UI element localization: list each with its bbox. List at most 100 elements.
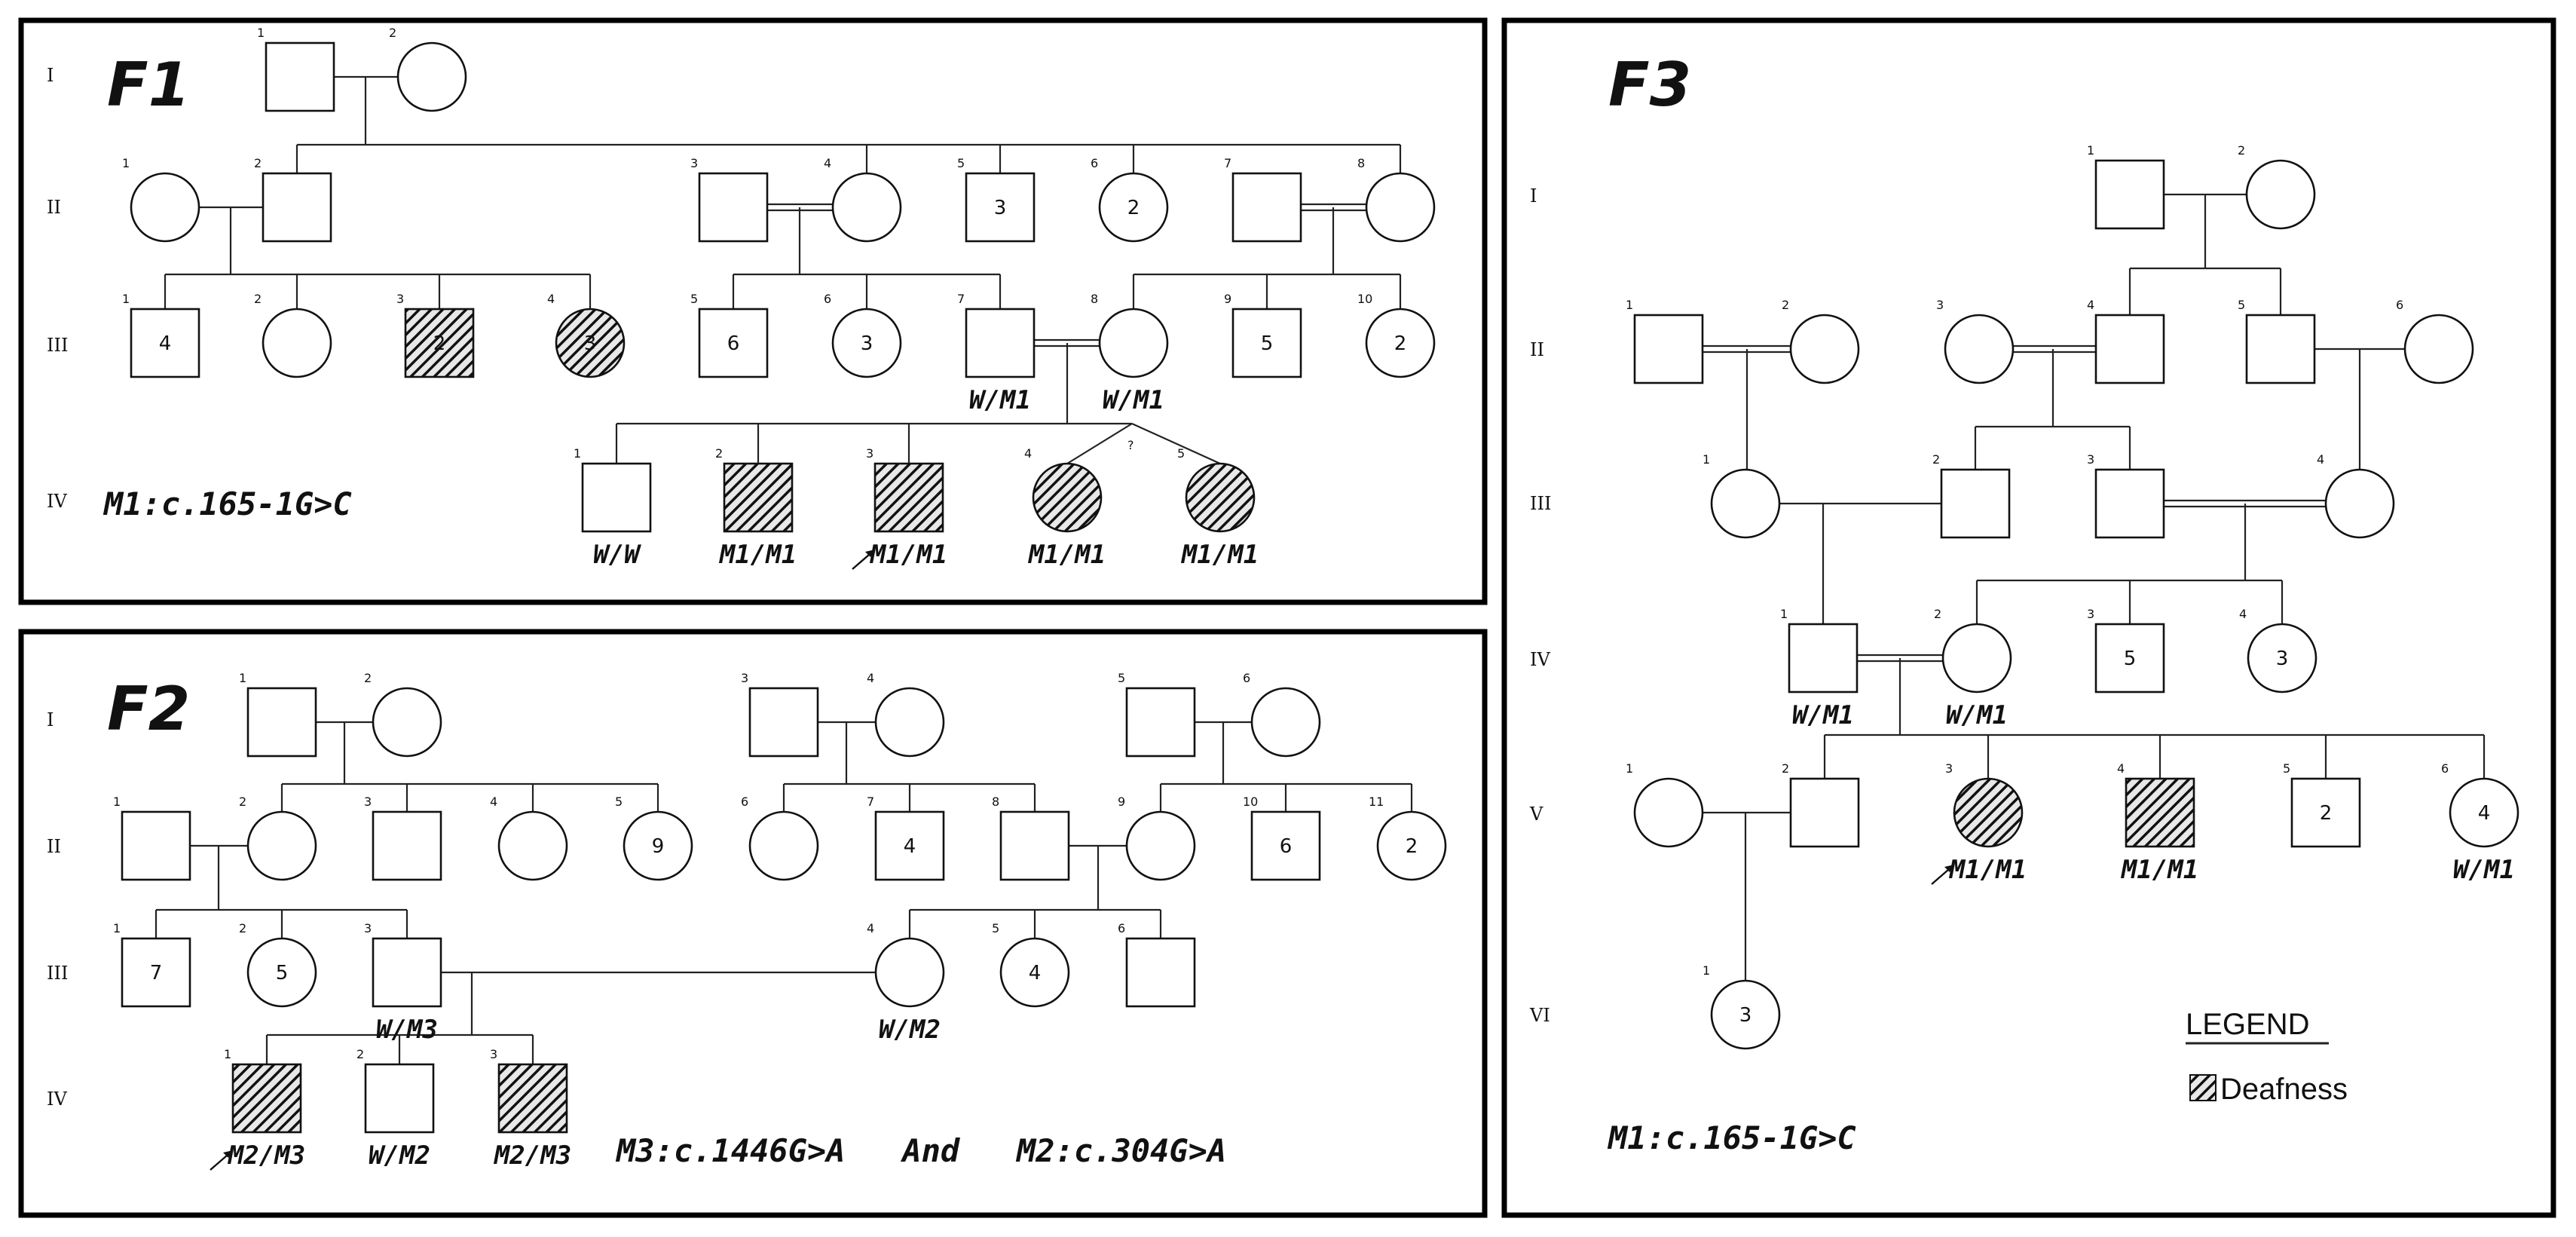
individual-number: 6 — [2441, 761, 2449, 776]
individual-f2-IV-1: 1M2/M3 — [210, 1047, 305, 1171]
gen-label-f3-VI: VI — [1529, 1005, 1550, 1026]
individual-number: 2 — [2238, 143, 2245, 158]
gen-label-f3-V: V — [1529, 804, 1543, 825]
sibling-count: 5 — [2124, 648, 2137, 670]
female-symbol — [2247, 623, 2317, 694]
individual-number: 1 — [1780, 607, 1788, 621]
female-symbol — [396, 41, 467, 112]
sibling-count: 4 — [904, 835, 916, 858]
male-symbol — [698, 308, 769, 378]
individual-number: 5 — [1118, 671, 1125, 685]
individual-number: 2 — [239, 921, 246, 935]
panel-f1-frame — [18, 17, 1488, 605]
individual-f2-II-11: 112 — [1369, 795, 1447, 881]
mutation-note-f2: M3:c.1446G>A And M2:c.304G>A — [615, 1132, 1226, 1169]
individual-number: 6 — [1243, 671, 1250, 685]
mutation-note-f1: M1:c.165-1G>C — [102, 485, 352, 522]
female-symbol — [246, 937, 317, 1008]
individual-f1-III-5: 56 — [690, 292, 769, 378]
genotype-label: W/M3 — [376, 1015, 438, 1045]
individual-number: 1 — [1626, 298, 1633, 312]
individual-number: 2 — [389, 26, 396, 40]
genotype-label: M1/M1 — [870, 540, 947, 570]
male-symbol — [2245, 314, 2316, 384]
individual-f3-VI-1: 13 — [1703, 963, 1781, 1050]
gen-label-f3-II: II — [1530, 339, 1544, 360]
individual-number: 2 — [715, 446, 723, 461]
individual-number: 3 — [2087, 452, 2094, 467]
individual-number: 1 — [574, 446, 581, 461]
male-symbol — [246, 687, 317, 758]
individual-f3-V-3: 3M1/M1 — [1931, 761, 2027, 885]
female-symbol — [1125, 810, 1196, 881]
gen-label-f2-III: III — [47, 963, 68, 984]
individual-f2-III-6: 6 — [1118, 921, 1196, 1008]
sibling-count: 3 — [1739, 1004, 1752, 1027]
individual-number: 3 — [364, 921, 372, 935]
individual-f3-V-2: 2 — [1782, 761, 1860, 848]
individual-f3-IV-1: 1W/M1 — [1780, 607, 1859, 730]
individual-number: 3 — [364, 795, 372, 809]
individual-number: 10 — [1243, 795, 1258, 809]
individual-number: 2 — [356, 1047, 364, 1061]
female-symbol — [2324, 468, 2395, 539]
gen-label-f3-IV: IV — [1530, 649, 1550, 670]
female-symbol — [1250, 687, 1321, 758]
individual-number: 5 — [1177, 446, 1185, 461]
female-symbol — [874, 937, 945, 1008]
female-symbol — [1633, 777, 1704, 848]
proband-arrowhead — [865, 550, 875, 557]
individual-f2-III-3: 3W/M3 — [364, 921, 442, 1045]
individual-f1-II-8: 8 — [1357, 156, 1436, 243]
genotype-label: W/M1 — [2453, 855, 2515, 885]
individual-number: 1 — [122, 156, 130, 170]
individual-f3-IV-3: 35 — [2087, 607, 2165, 694]
female-symbol — [1098, 308, 1169, 378]
individual-number: 2 — [254, 156, 262, 170]
panel-f3-frame — [1501, 17, 2556, 1218]
individual-f3-II-1: 1 — [1626, 298, 1704, 384]
individual-number: 2 — [239, 795, 246, 809]
female-symbol — [831, 172, 902, 243]
individual-number: 6 — [824, 292, 831, 306]
female-symbol — [874, 687, 945, 758]
individual-f1-II-6: 62 — [1091, 156, 1169, 243]
individual-f2-II-9: 9 — [1118, 795, 1196, 881]
individual-number: 1 — [1703, 452, 1710, 467]
proband-arrowhead — [223, 1150, 233, 1158]
individual-number: 2 — [1782, 298, 1789, 312]
individual-number: 9 — [1224, 292, 1231, 306]
individual-number: 5 — [992, 921, 999, 935]
individual-f2-I-1: 1 — [239, 671, 317, 758]
gen-label-f1-III: III — [47, 335, 68, 356]
sibling-count: 5 — [276, 962, 289, 984]
individual-f1-IV-3: 3M1/M1 — [852, 446, 947, 570]
affected-male-symbol — [2125, 777, 2195, 848]
family-label-f1: F1 — [107, 50, 190, 120]
affected-female-symbol — [555, 308, 626, 378]
female-symbol — [1789, 314, 1860, 384]
gen-label-f2-I: I — [47, 709, 54, 730]
individual-f3-IV-4: 43 — [2239, 607, 2317, 694]
individual-f2-II-4: 4 — [490, 795, 568, 881]
male-symbol — [965, 308, 1036, 378]
individual-f3-V-6: 64W/M1 — [2441, 761, 2519, 885]
female-symbol — [262, 308, 332, 378]
female-symbol — [831, 308, 902, 378]
gen-label-f2-IV: IV — [47, 1088, 67, 1110]
individual-number: 5 — [690, 292, 698, 306]
individual-number: 3 — [1945, 761, 1953, 776]
individual-f1-III-7: 7W/M1 — [957, 292, 1036, 415]
female-symbol — [2449, 777, 2519, 848]
individual-number: 4 — [2117, 761, 2125, 776]
male-symbol — [965, 172, 1036, 243]
female-symbol — [497, 810, 568, 881]
male-symbol — [748, 687, 819, 758]
individual-f2-III-1: 17 — [113, 921, 191, 1008]
individual-f2-I-2: 2 — [364, 671, 442, 758]
male-symbol — [874, 810, 945, 881]
male-symbol — [372, 937, 442, 1008]
gen-label-f3-I: I — [1530, 185, 1537, 207]
